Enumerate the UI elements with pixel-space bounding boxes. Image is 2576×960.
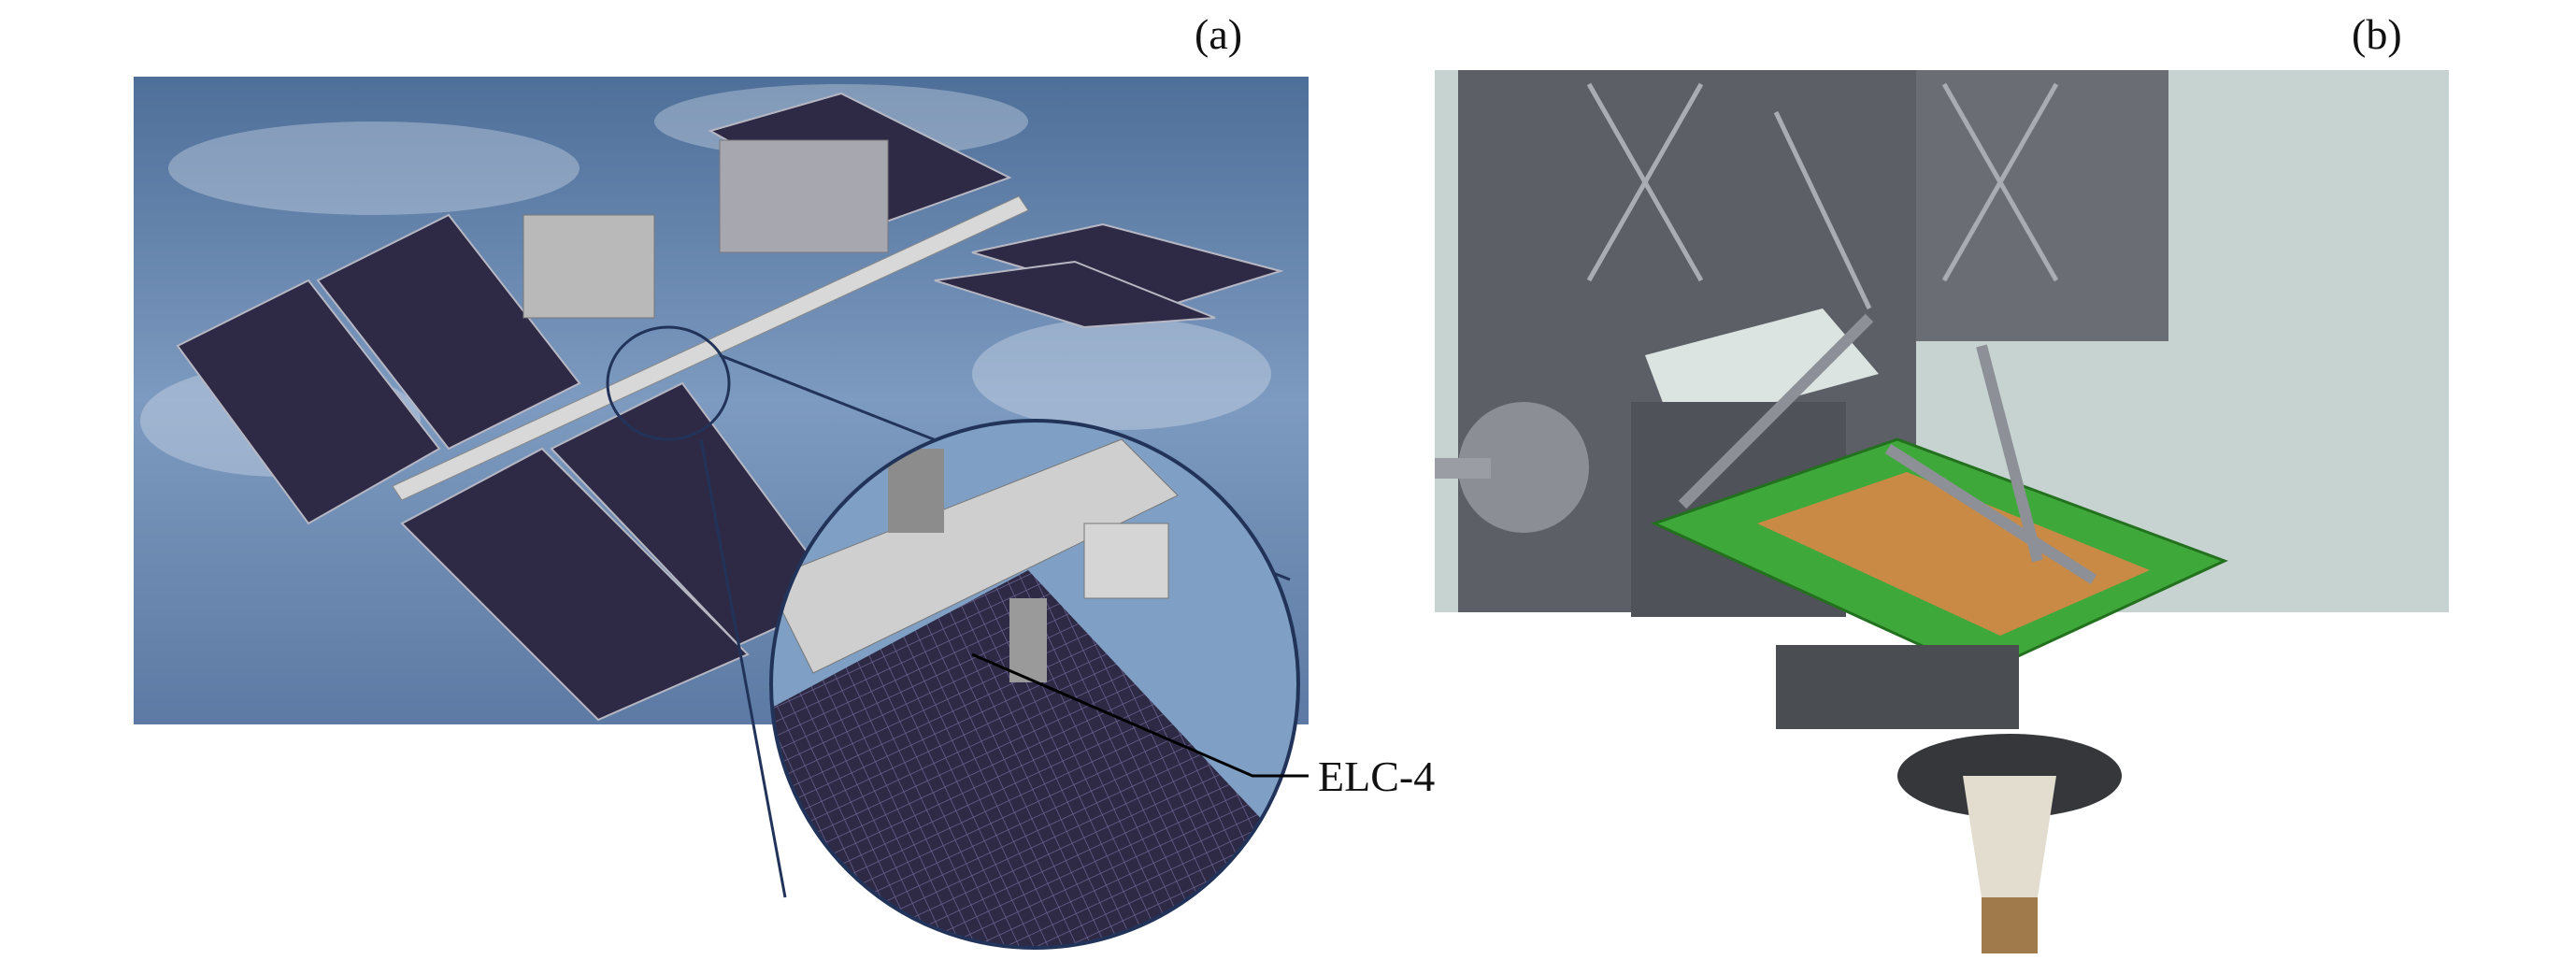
zoom-inset bbox=[769, 419, 1309, 950]
iss-render bbox=[134, 77, 1309, 898]
elc-cad-render bbox=[1435, 70, 2449, 953]
solar-arrays bbox=[176, 92, 1284, 722]
truss bbox=[392, 195, 1029, 501]
callout-label-elc4: ELC-4 bbox=[1318, 752, 1436, 800]
panel-label-a: (a) bbox=[1195, 10, 1243, 58]
tan-plate bbox=[1757, 472, 2150, 636]
callout-leader bbox=[971, 652, 1309, 778]
panel-label-b: (b) bbox=[2352, 10, 2402, 58]
